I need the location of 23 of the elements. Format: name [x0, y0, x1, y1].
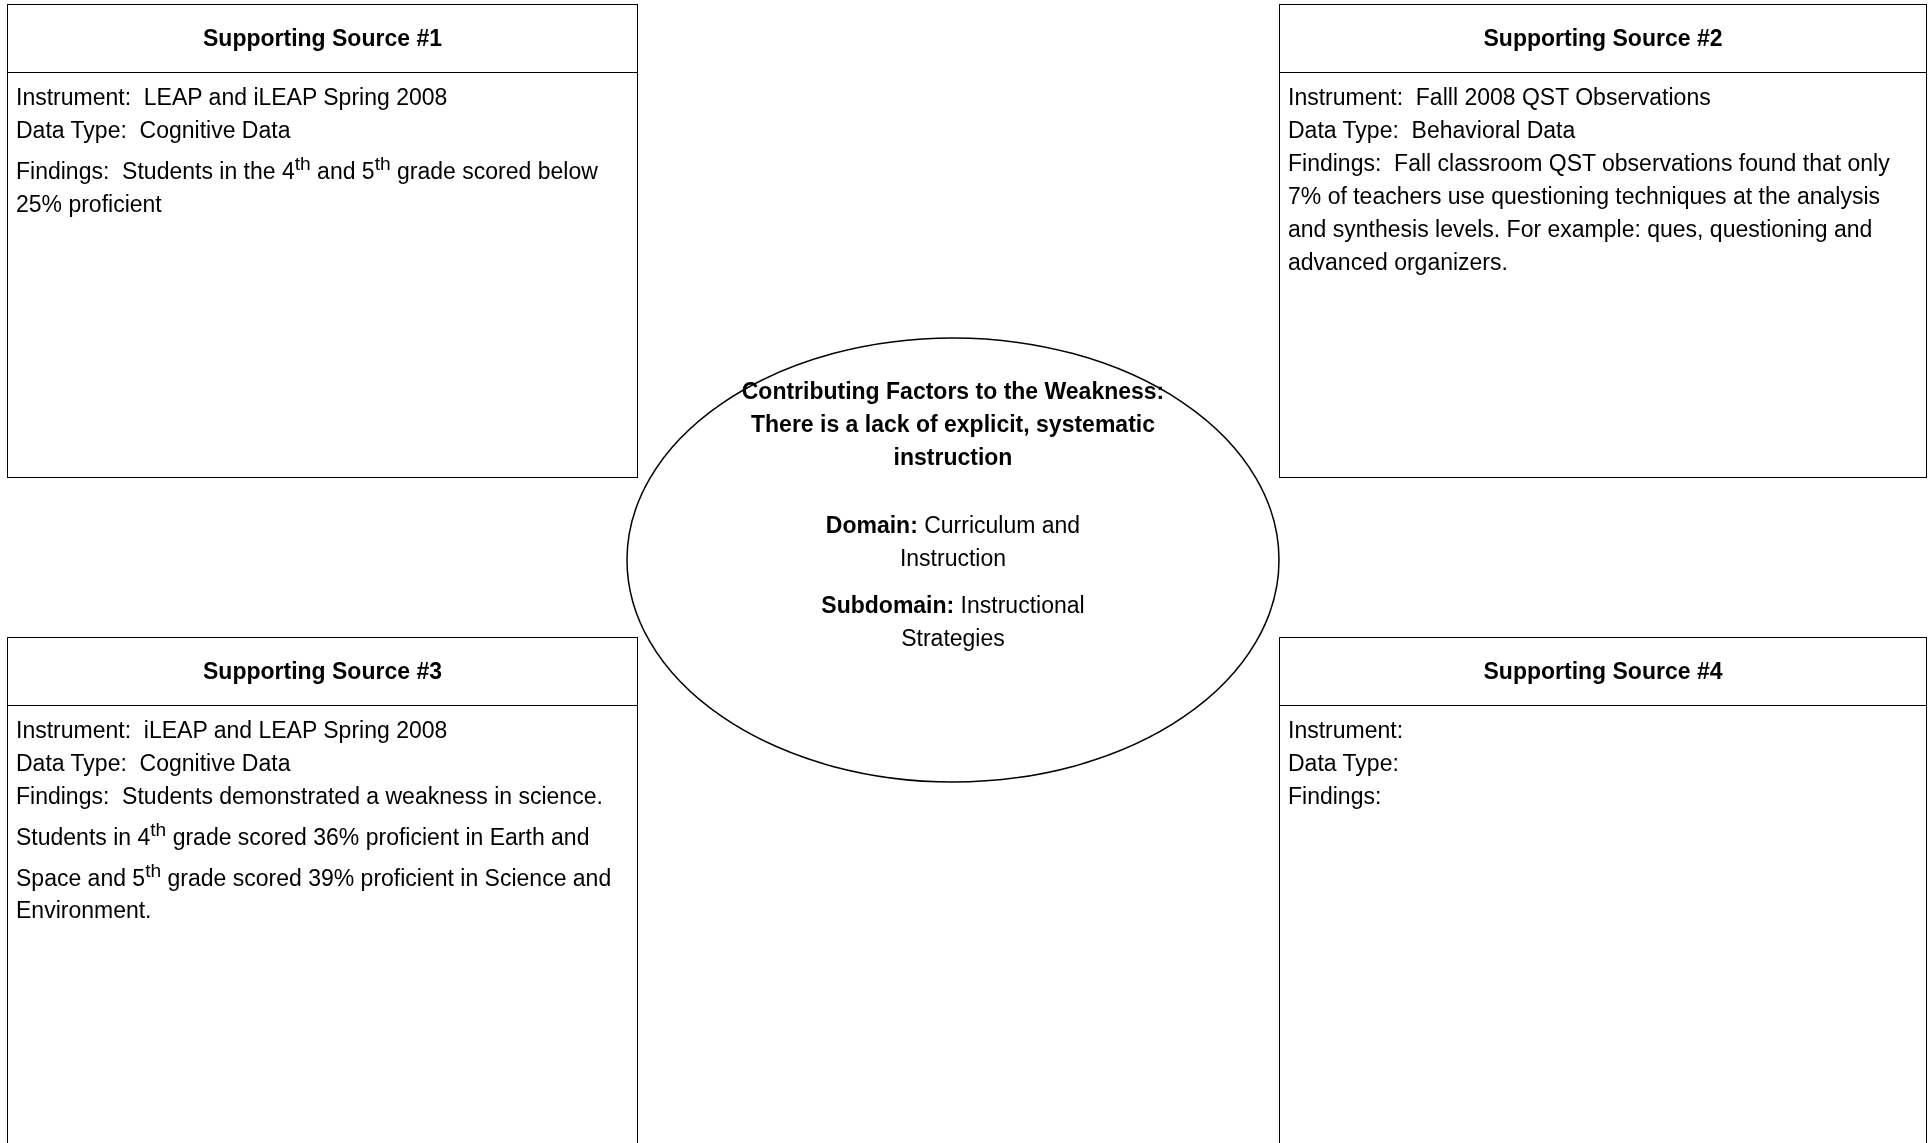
field-text: Instrument: iLEAP and LEAP Spring 2008 — [16, 716, 449, 745]
field-text: Findings: Fall classroom QST observations found that only 7% of teachers use questioning techniques at the analysis and synthesis levels. For example: ques, questioning and advanced organizers. — [1288, 149, 1891, 277]
field-text: Instrument: LEAP and iLEAP Spring 2008 — [16, 83, 449, 112]
field-text: Data Type: Cognitive Data — [16, 749, 292, 778]
source-card — [1279, 637, 1927, 1143]
field-text: Findings: Students demonstrated a weakness in science. Students in 4$^{th}$ grade scored 36% proficient in Earth and Space and 5$^{th}$ grade scored 39% proficient in Science and Environment. — [16, 782, 613, 926]
domain-text: Subdomain: Instructional Strategies — [820, 591, 1086, 653]
card-heading: Supporting Source #4 — [1483, 658, 1723, 685]
field-text: Data Type: Behavioral Data — [1288, 116, 1577, 145]
source-card — [1279, 4, 1927, 478]
field-text: Data Type: — [1288, 749, 1400, 778]
factor-heading: Contributing Factors to the Weakness: There is a lack of explicit, systematic instruction — [740, 377, 1166, 472]
field-text: Instrument: — [1288, 716, 1405, 745]
field-text: Findings: Students in the 4$^{th}$ and 5$^{th}$ grade scored below 25% proficient — [16, 152, 599, 219]
card-heading: Supporting Source #1 — [203, 25, 442, 52]
domain-text: Domain: Curriculum and Instruction — [824, 511, 1082, 573]
source-card — [7, 4, 638, 478]
field-text: Instrument: Falll 2008 QST Observations — [1288, 83, 1712, 112]
card-heading: Supporting Source #3 — [203, 658, 442, 685]
card-heading: Supporting Source #2 — [1483, 25, 1723, 52]
source-card — [7, 637, 638, 1143]
field-text: Findings: — [1288, 782, 1383, 811]
field-text: Data Type: Cognitive Data — [16, 116, 292, 145]
